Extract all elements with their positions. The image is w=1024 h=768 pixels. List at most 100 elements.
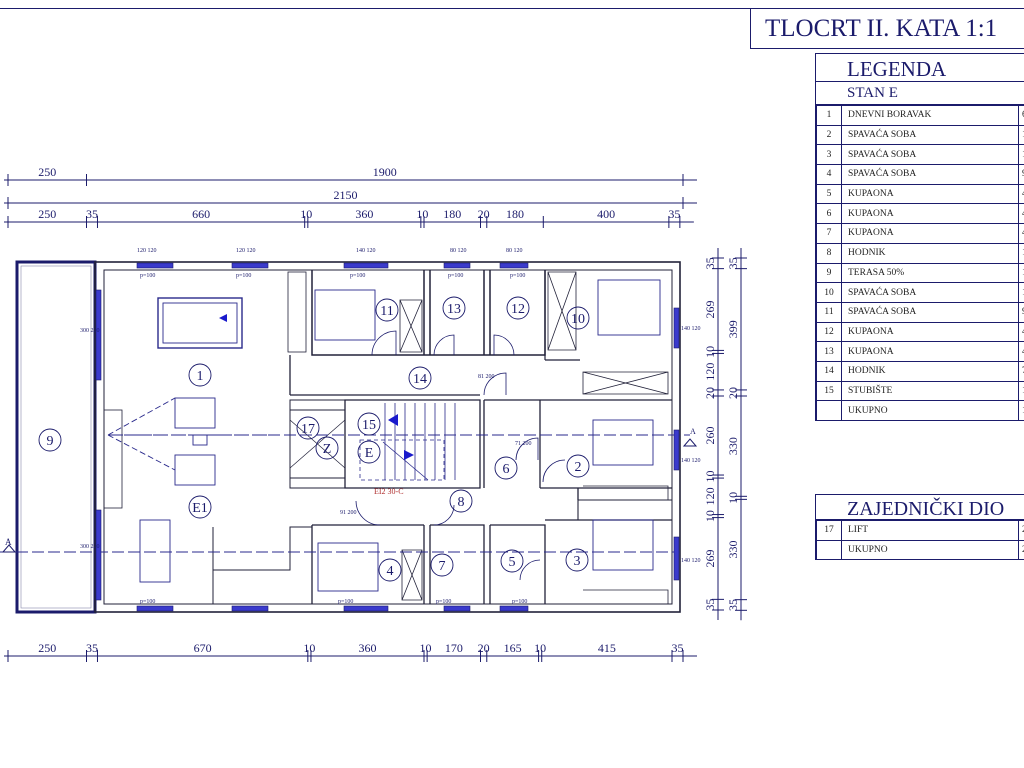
room-marker-circle xyxy=(442,296,466,320)
legend-name: HODNIK xyxy=(841,360,1019,382)
legend-row: 8HODNIK11 xyxy=(816,242,1024,264)
legend-no: 13 xyxy=(816,341,842,362)
legend-area: 11 xyxy=(1018,242,1024,264)
door-label: 91 200 xyxy=(340,510,357,516)
legend-area: 14 xyxy=(1018,262,1024,284)
room-marker-circle xyxy=(357,440,381,464)
room-number: 8 xyxy=(458,495,465,510)
room-label-r13: 13 xyxy=(442,296,466,320)
dimension-label: 35 xyxy=(726,257,740,269)
dimension-label: 250 xyxy=(38,207,56,221)
building-walls xyxy=(94,261,681,613)
section-marker-right: A xyxy=(690,427,696,436)
dimension-label: 10 xyxy=(303,641,315,655)
room-number: 17 xyxy=(301,422,315,437)
legend-name: KUPAONA xyxy=(841,341,1019,362)
legend-no: 11 xyxy=(816,301,842,323)
window-label: 140 120 xyxy=(681,558,701,564)
legend-row: 13KUPAONA4 xyxy=(816,341,1024,362)
section-arrow-icon xyxy=(682,438,698,447)
sill-label: p=100 xyxy=(436,599,451,605)
sill-label: p=100 xyxy=(510,273,525,279)
sill-label: p=100 xyxy=(338,599,353,605)
dimension-label: 35 xyxy=(703,257,717,269)
window-label: 80 120 xyxy=(450,248,467,254)
legend-name: LIFT xyxy=(841,520,1019,541)
window-label: 300 220 xyxy=(80,328,100,334)
dimension-label: 20 xyxy=(478,641,490,655)
legend-no: 1 xyxy=(816,105,842,126)
room-number: 3 xyxy=(574,554,581,569)
dimension-label: 360 xyxy=(358,641,376,655)
dimension-label: 35 xyxy=(86,641,98,655)
dimension-label: 35 xyxy=(672,641,684,655)
room-number: 9 xyxy=(47,434,54,449)
legend-name: HODNIK xyxy=(841,242,1019,264)
legend-name: SPAVAĆA SOBA xyxy=(841,124,1019,146)
room-marker-circle xyxy=(506,296,530,320)
room-number: Z xyxy=(323,442,332,457)
dimension-label: 10 xyxy=(416,207,428,221)
legend-area: 4 xyxy=(1018,223,1024,244)
dimension-label: 330 xyxy=(726,541,740,559)
legend-name: KUPAONA xyxy=(841,203,1019,225)
legend-area: 7 xyxy=(1018,360,1024,382)
legend-name: UKUPNO xyxy=(841,400,1019,421)
room-number: 13 xyxy=(447,302,461,317)
room-number: 4 xyxy=(387,564,394,579)
legend-row: 6KUPAONA4 xyxy=(816,203,1024,225)
window-label: 120 120 xyxy=(137,248,157,254)
dimension-label: 10 xyxy=(703,471,717,483)
section-marker-left: A xyxy=(5,537,12,547)
dimension-label: 250 xyxy=(38,641,56,655)
room-label-r4: 4 xyxy=(378,558,402,582)
legend-area: 13 xyxy=(1018,144,1024,166)
legend-name: SPAVAĆA SOBA xyxy=(841,282,1019,303)
room-label-r11: 11 xyxy=(375,298,399,322)
windows xyxy=(95,262,680,612)
legend-area: 18 xyxy=(1018,282,1024,303)
legend-area: 11 xyxy=(1018,380,1024,402)
window-label: 80 120 xyxy=(506,248,523,254)
sill-label: p=100 xyxy=(140,599,155,605)
dimension-label: 10 xyxy=(703,346,717,358)
legend-area: 9 xyxy=(1018,164,1024,185)
legend-name: KUPAONA xyxy=(841,321,1019,343)
dimension-label: 35 xyxy=(668,207,680,221)
legend-heading: LEGENDA xyxy=(816,53,1024,82)
dimension-label: 1900 xyxy=(373,165,397,179)
dimension-label: 10 xyxy=(300,207,312,221)
legend-area: 4 xyxy=(1018,321,1024,343)
legend-no: 4 xyxy=(816,164,842,185)
room-label-r10: 10 xyxy=(566,306,590,330)
dimension-label: 170 xyxy=(445,641,463,655)
legend-name: STUBIŠTE xyxy=(841,380,1019,402)
room-label-r6: 6 xyxy=(494,456,518,480)
room-label-r14: 14 xyxy=(408,366,432,390)
room-marker-circle xyxy=(494,456,518,480)
room-number: 2 xyxy=(575,460,582,475)
legend-area: 68 xyxy=(1018,105,1024,126)
dimension-label: 260 xyxy=(703,427,717,445)
legend-area: 4 xyxy=(1018,183,1024,205)
legend-no: 10 xyxy=(816,282,842,303)
room-label-r12: 12 xyxy=(506,296,530,320)
legend-row: 7KUPAONA4 xyxy=(816,223,1024,244)
legend-no: 5 xyxy=(816,183,842,205)
legend-no: 8 xyxy=(816,242,842,264)
dimension-label: 400 xyxy=(597,207,615,221)
room-label-lift_mark: Z xyxy=(315,436,339,460)
room-number: 11 xyxy=(380,304,393,319)
dimension-label: 120 xyxy=(703,487,717,505)
terrace xyxy=(15,260,97,614)
common-area-table: ZAJEDNIČKI DIO 17LIFT2UKUPNO2 xyxy=(815,494,1024,561)
dimension-label: 20 xyxy=(703,387,717,399)
legend-name: SPAVAĆA SOBA xyxy=(841,144,1019,166)
legend-row: 15STUBIŠTE11 xyxy=(816,380,1024,402)
